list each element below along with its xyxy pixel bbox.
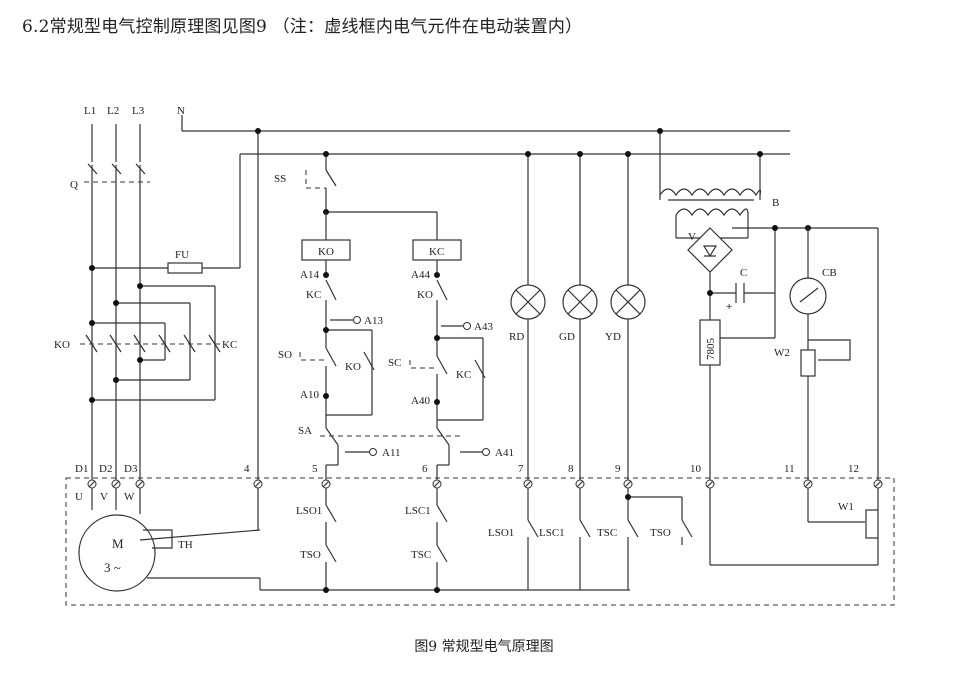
- terminal-10: 10: [690, 463, 702, 475]
- label-tsc-a: TSC: [411, 549, 431, 561]
- label-v: V: [100, 491, 108, 503]
- terminal-4: 4: [244, 463, 250, 475]
- label-d3: D3: [124, 463, 138, 475]
- component-labels: L1 L2 L3 N Q FU KO KC D1 D2 D3 U V W M 3…: [54, 105, 859, 575]
- lamp-gd: [562, 284, 598, 320]
- label-d2: D2: [99, 463, 112, 475]
- label-yd: YD: [605, 331, 621, 343]
- terminal-9: 9: [615, 463, 621, 475]
- label-w: W: [124, 491, 135, 503]
- label-a11: A11: [382, 447, 401, 459]
- terminal-12: 12: [848, 463, 859, 475]
- figure-caption: 图9 常规型电气原理图: [414, 639, 554, 655]
- potentiometer-w2: [800, 349, 816, 377]
- terminal-8: 8: [568, 463, 574, 475]
- label-tsc-b: TSC: [597, 527, 617, 539]
- label-a10: A10: [300, 389, 319, 401]
- label-l2: L2: [107, 105, 119, 117]
- terminal-11: 11: [784, 463, 795, 475]
- label-m: M: [112, 536, 124, 551]
- label-d1: D1: [75, 463, 88, 475]
- label-kc-left: KC: [222, 339, 237, 351]
- label-kc-nc: KC: [306, 289, 321, 301]
- power-circuit: [78, 115, 790, 592]
- label-ko-left: KO: [54, 339, 70, 351]
- label-n: N: [177, 105, 185, 117]
- label-m3: 3 ~: [104, 560, 121, 575]
- label-7805: 7805: [705, 338, 717, 361]
- label-a44: A44: [411, 269, 430, 281]
- label-a41: A41: [495, 447, 514, 459]
- label-kc-hold: KC: [456, 369, 471, 381]
- label-th: TH: [178, 539, 193, 551]
- label-rd: RD: [509, 331, 524, 343]
- label-ko-coil: KO: [318, 246, 334, 258]
- label-kc-coil: KC: [429, 246, 444, 258]
- label-a43: A43: [474, 321, 493, 333]
- terminal-strip: [87, 479, 883, 489]
- motor-symbol: [78, 514, 156, 592]
- label-fu: FU: [175, 249, 189, 261]
- terminal-6: 6: [422, 463, 428, 475]
- label-cb: CB: [822, 267, 837, 279]
- label-so: SO: [278, 349, 292, 361]
- lamp-rd: [510, 284, 546, 320]
- label-a13: A13: [364, 315, 383, 327]
- transformer-primary: [659, 188, 762, 197]
- potentiometer-w1: [865, 509, 879, 539]
- label-tso-b: TSO: [650, 527, 671, 539]
- label-w1: W1: [838, 501, 854, 513]
- page-heading: 6.2常规型电气控制原理图见图9 （注：虚线框内电气元件在电动装置内）: [22, 17, 583, 37]
- label-tso-a: TSO: [300, 549, 321, 561]
- label-a40: A40: [411, 395, 430, 407]
- terminal-7: 7: [518, 463, 524, 475]
- label-q: Q: [70, 179, 78, 191]
- indicator-lamps: [510, 151, 693, 590]
- terminal-5: 5: [312, 463, 318, 475]
- control-circuit: [255, 128, 490, 593]
- label-lso1-a: LSO1: [296, 505, 322, 517]
- label-a14: A14: [300, 269, 319, 281]
- label-gd: GD: [559, 331, 575, 343]
- label-lsc1-a: LSC1: [405, 505, 431, 517]
- label-b: B: [772, 197, 779, 209]
- label-lsc1-b: LSC1: [539, 527, 565, 539]
- label-c: C: [740, 267, 747, 279]
- label-l3: L3: [132, 105, 145, 117]
- lamp-yd: [610, 284, 646, 320]
- device-enclosure: [65, 477, 895, 606]
- label-ss: SS: [274, 173, 286, 185]
- label-sc: SC: [388, 357, 401, 369]
- label-u: U: [75, 491, 83, 503]
- label-v-bridge: V: [688, 231, 696, 243]
- transformer-secondary: [675, 208, 749, 217]
- label-lso1-b: LSO1: [488, 527, 514, 539]
- position-meter-circuit: [657, 128, 879, 566]
- label-ko-nc: KO: [417, 289, 433, 301]
- label-ko-hold: KO: [345, 361, 361, 373]
- label-plus: +: [726, 301, 732, 313]
- label-sa: SA: [298, 425, 312, 437]
- label-w2: W2: [774, 347, 790, 359]
- label-l1: L1: [84, 105, 96, 117]
